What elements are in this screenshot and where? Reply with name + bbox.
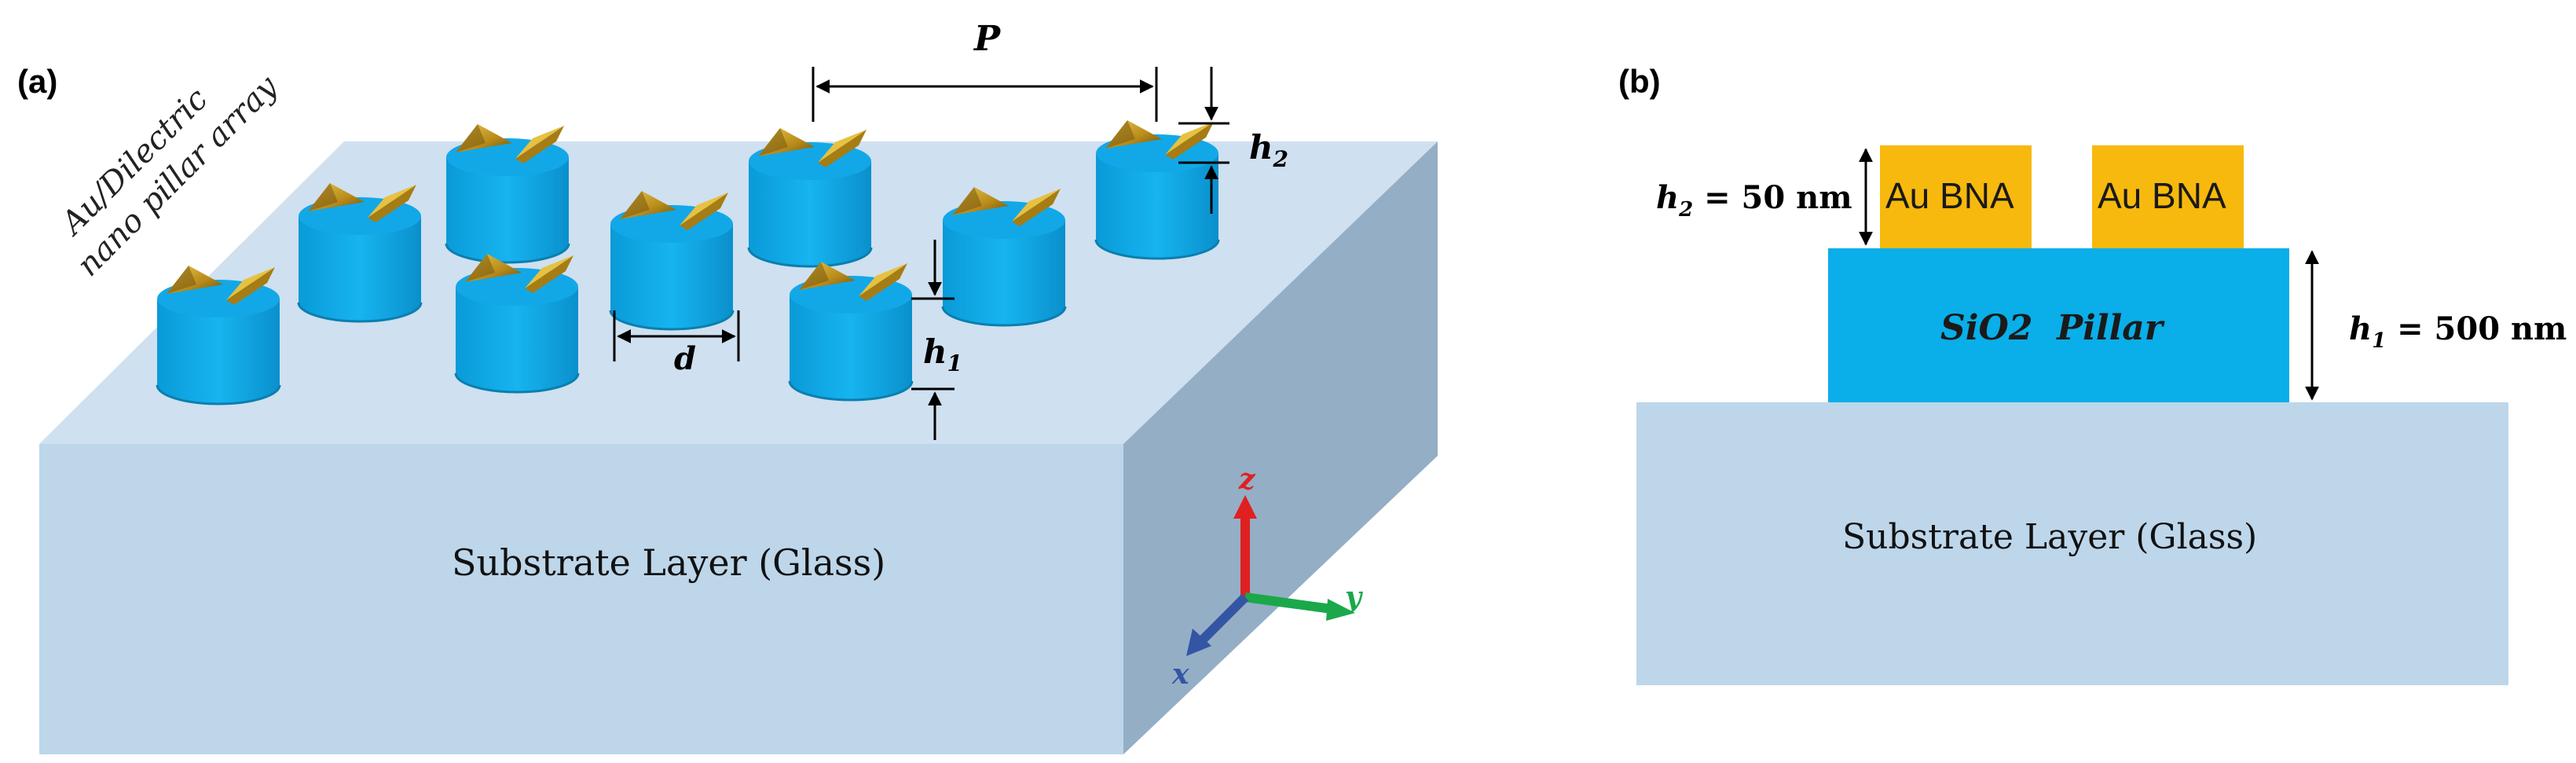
diameter-label: d (674, 340, 696, 377)
h2-dimension-b: h2 = 50 nm (1656, 148, 1873, 246)
nano-pillar (445, 123, 570, 264)
nano-pillar (747, 127, 873, 268)
substrate-front-face (39, 444, 1123, 754)
axis-y-label: y (1344, 581, 1363, 614)
nano-pillar (297, 182, 423, 323)
substrate-block-b (1636, 402, 2508, 685)
axis-x-label: x (1171, 658, 1189, 691)
h2-equation: h2 = 50 nm (1656, 179, 1852, 222)
panel-b: (b) Substrate Layer (Glass) SiO2 Pillar … (1618, 63, 2567, 685)
nano-pillar (609, 189, 735, 331)
nano-pillar (156, 264, 281, 405)
au-bna-left (1880, 145, 2032, 248)
substrate-label-b: Substrate Layer (Glass) (1842, 517, 2257, 557)
period-dimension: P (812, 19, 1158, 122)
h1-label: h1 (923, 332, 962, 376)
panel-a: (a) Substrate Layer (Glass) Au/Dilectric… (17, 19, 1438, 754)
substrate-label-a: Substrate Layer (Glass) (452, 541, 885, 584)
h1-dimension-b: h1 = 500 nm (2305, 250, 2567, 401)
h2-label: h2 (1249, 128, 1288, 172)
substrate-side-face (1123, 141, 1438, 754)
au-bna-left-label: Au BNA (1885, 175, 2014, 216)
axis-y (1244, 592, 1332, 614)
h1-dimension: h1 (911, 240, 962, 440)
au-bna-right (2092, 145, 2244, 248)
axis-x (1198, 593, 1249, 644)
au-bna-right-label: Au BNA (2098, 175, 2226, 216)
panel-b-label: (b) (1618, 63, 1661, 100)
h2-dimension: h2 (1178, 67, 1288, 214)
nano-pillar (1094, 119, 1220, 260)
sio2-pillar (1828, 248, 2289, 402)
axis-z-label: z (1238, 463, 1256, 496)
panel-a-label: (a) (17, 63, 57, 100)
pillar-label: SiO2 Pillar (1940, 308, 2165, 348)
nano-pillar (454, 252, 580, 394)
h1-equation: h1 = 500 nm (2349, 310, 2567, 353)
nano-pillar (788, 260, 914, 402)
period-label: P (973, 19, 1002, 59)
nano-pillar (941, 185, 1067, 327)
diameter-dimension: d (613, 310, 740, 377)
coordinate-axes: z y x (1171, 463, 1363, 691)
